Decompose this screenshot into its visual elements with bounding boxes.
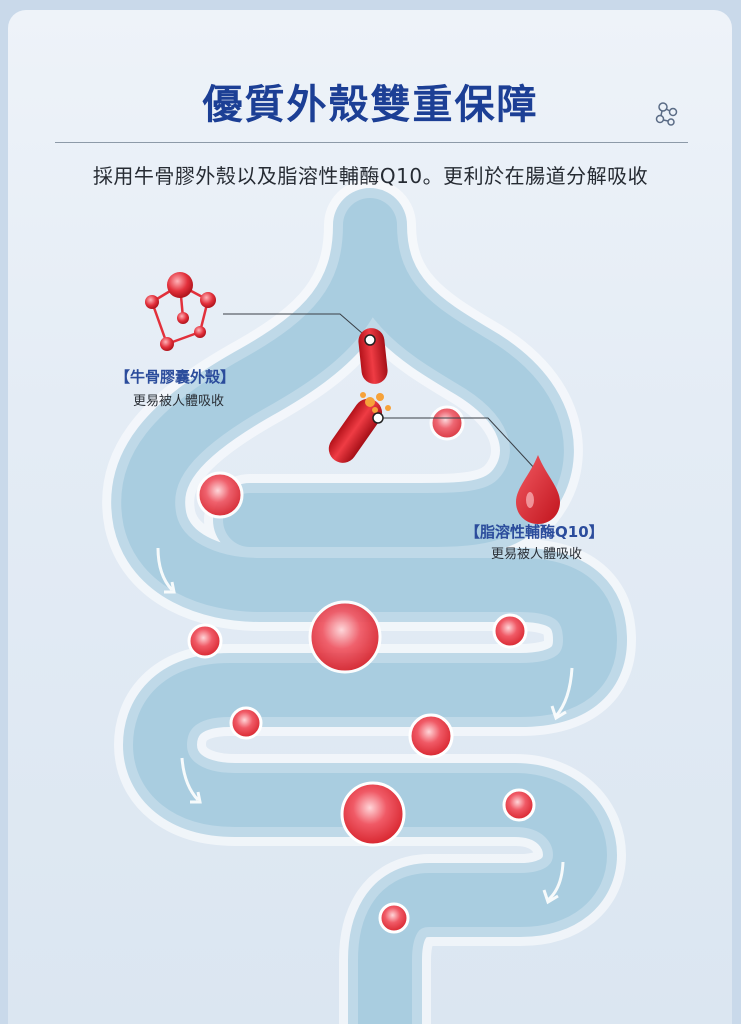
page-subtitle: 採用牛骨膠外殼以及脂溶性輔酶Q10。更利於在腸道分解吸收 — [92, 164, 649, 188]
molecule-icon — [655, 102, 678, 126]
intestine-tube — [102, 179, 636, 1024]
nutrient-bubble-icon — [187, 405, 536, 934]
page-title: 優質外殼雙重保障 — [202, 82, 539, 128]
molecule-icon — [145, 272, 216, 351]
shell-callout-title: 【牛骨膠囊外殼】 — [115, 368, 236, 386]
capsule-icon — [328, 328, 391, 463]
oil-drop-icon — [516, 455, 560, 524]
flow-arrow-icon — [156, 547, 574, 905]
leader-lines — [223, 313, 537, 471]
shell-callout-desc: 更易被人體吸收 — [133, 394, 225, 409]
coq10-callout-title: 【脂溶性輔酶Q10】 — [465, 523, 604, 541]
coq10-callout-desc: 更易被人體吸收 — [491, 547, 583, 562]
title-divider — [55, 142, 688, 143]
